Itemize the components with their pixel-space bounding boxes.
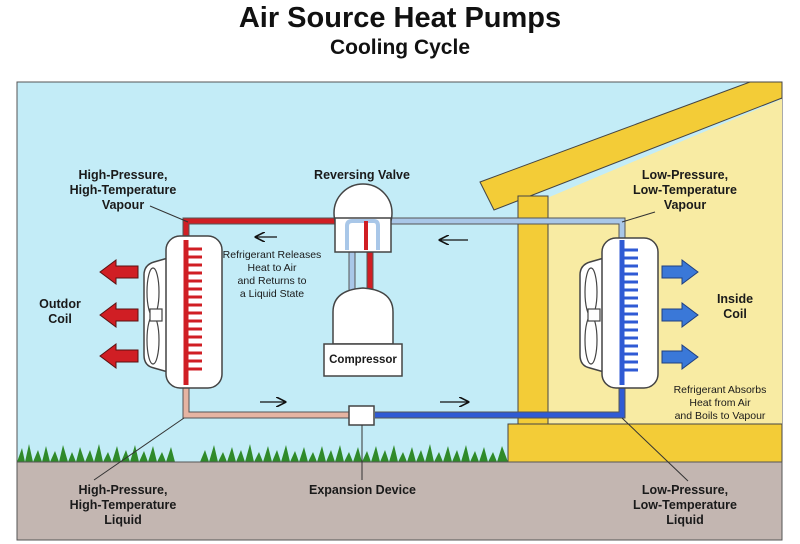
indoor-coil-unit xyxy=(579,237,659,389)
ground xyxy=(16,461,783,541)
label-reversing-valve: Reversing Valve xyxy=(314,168,410,182)
reversing-valve xyxy=(333,183,393,253)
compressor xyxy=(323,287,403,377)
label-indoor-liquid: Low-Pressure, Low-Temperature Liquid xyxy=(633,483,737,527)
heat-release-arrows xyxy=(99,259,139,369)
note-releases-heat: Refrigerant Releases Heat to Air and Ret… xyxy=(222,249,322,300)
outdoor-coil-unit xyxy=(143,235,223,389)
label-outdoor-coil: Outdor Coil xyxy=(39,297,81,326)
label-outdoor-liquid: High-Pressure, High-Temperature Liquid xyxy=(69,483,177,527)
label-outdoor-vapour: High-Pressure, High-Temperature Vapour xyxy=(69,168,177,212)
label-expansion-device: Expansion Device xyxy=(309,483,416,497)
label-inside-coil: Inside Coil xyxy=(716,292,754,321)
flow-arrows xyxy=(256,237,468,402)
leader-lines xyxy=(93,205,689,482)
note-absorbs-heat: Refrigerant Absorbs Heat from Air and Bo… xyxy=(673,384,767,422)
label-compressor: Compressor xyxy=(329,354,397,366)
cool-air-arrows xyxy=(661,259,699,370)
expansion-device xyxy=(348,405,375,426)
diagram-subtitle: Cooling Cycle xyxy=(329,36,471,59)
grass xyxy=(17,444,508,462)
label-indoor-vapour: Low-Pressure, Low-Temperature Vapour xyxy=(633,168,737,212)
diagram-title: Air Source Heat Pumps xyxy=(238,2,562,34)
